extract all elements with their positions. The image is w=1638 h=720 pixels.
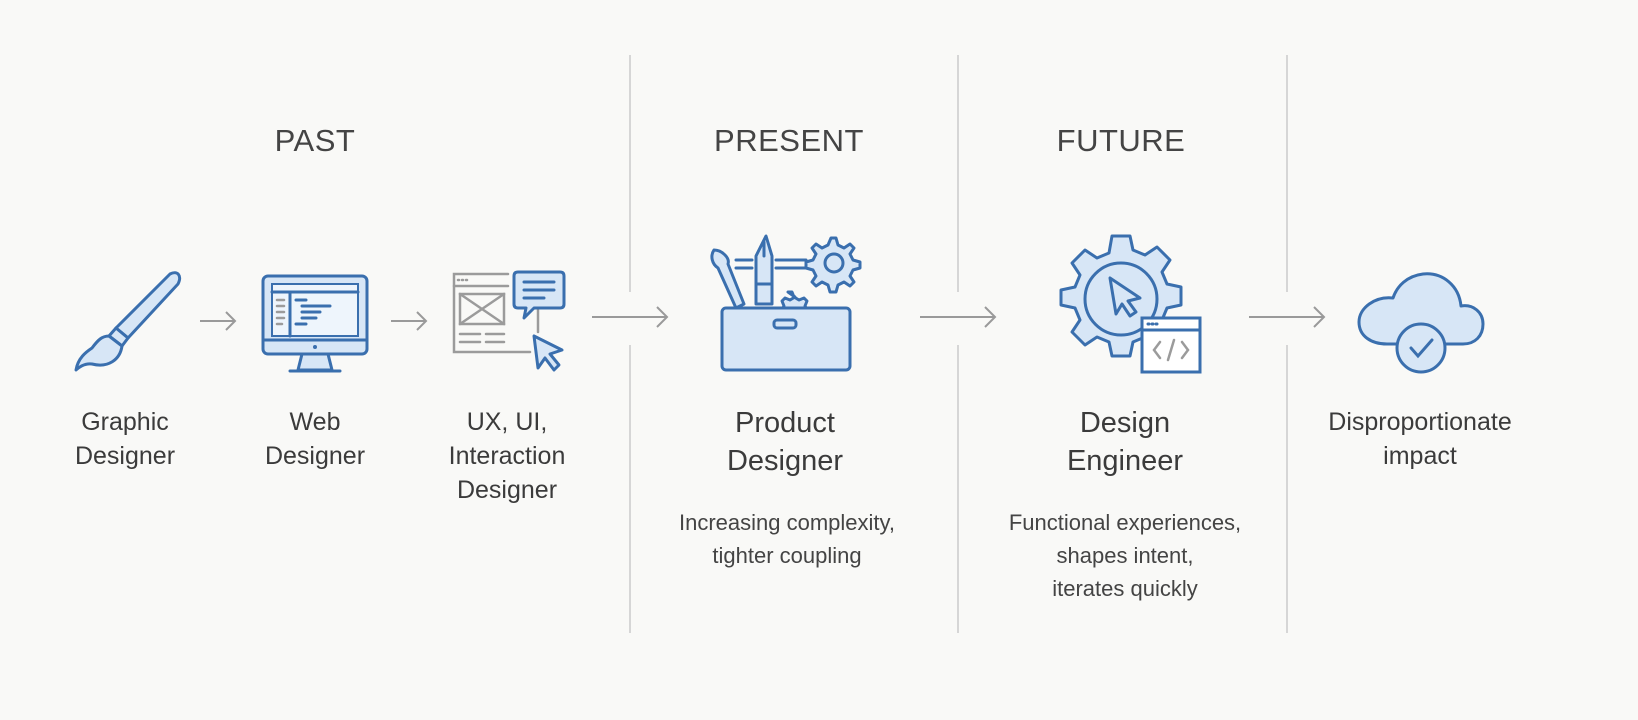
stage-label-web-designer: Web Designer [265, 405, 365, 473]
divider-present-future-lower [957, 345, 959, 633]
stage-label-design-engineer: Design Engineer [1067, 404, 1183, 480]
gear-icon [804, 236, 862, 294]
design-engineer-description: Functional experiences, shapes intent, i… [1009, 506, 1241, 605]
label-line: Designer [74, 442, 176, 470]
heading-present: PRESENT [714, 123, 864, 158]
label-line: Designer [726, 445, 844, 477]
description-line: shapes intent, [1056, 543, 1194, 568]
label-line: Designer [264, 442, 366, 470]
stage-label-disproportionate-impact: Disproportionate impact [1328, 405, 1511, 473]
description-line: iterates quickly [1052, 576, 1198, 601]
divider-past-present [629, 55, 631, 292]
cloud-check-icon [1357, 272, 1485, 374]
arrow-icon [391, 311, 428, 331]
label-line: Design [1079, 407, 1171, 439]
gear-cursor-code-icon [1059, 234, 1202, 374]
label-line: Graphic [81, 408, 169, 436]
paintbrush-icon [74, 271, 182, 372]
divider-future-impact-lower [1286, 345, 1288, 633]
description-line: Increasing complexity, [678, 510, 896, 535]
label-line: Web [289, 408, 341, 436]
heading-future: FUTURE [1056, 123, 1186, 158]
toolbox-icon [710, 234, 862, 372]
arrow-icon [592, 306, 669, 328]
label-line: Disproportionate [1328, 408, 1512, 436]
divider-present-future [957, 55, 959, 292]
label-line: Engineer [1066, 445, 1184, 477]
label-line: UX, UI, [466, 408, 548, 436]
divider-past-present-lower [629, 345, 631, 633]
description-line: Functional experiences, [1008, 510, 1242, 535]
stage-label-graphic-designer: Graphic Designer [75, 405, 175, 473]
label-line: impact [1383, 442, 1457, 470]
product-designer-description: Increasing complexity, tighter coupling [679, 506, 895, 572]
label-line: Product [735, 407, 835, 439]
divider-future-impact [1286, 55, 1288, 292]
stage-label-ux-ui-designer: UX, UI, Interaction Designer [449, 405, 566, 507]
arrow-icon [920, 306, 997, 328]
monitor-code-icon [261, 274, 369, 373]
arrow-icon [1249, 306, 1326, 328]
label-line: Designer [456, 476, 558, 504]
arrow-icon [200, 311, 237, 331]
heading-past: PAST [274, 123, 356, 158]
stage-label-product-designer: Product Designer [727, 404, 843, 480]
wireframe-chat-cursor-icon [452, 270, 566, 372]
description-line: tighter coupling [712, 543, 862, 568]
label-line: Interaction [448, 442, 566, 470]
